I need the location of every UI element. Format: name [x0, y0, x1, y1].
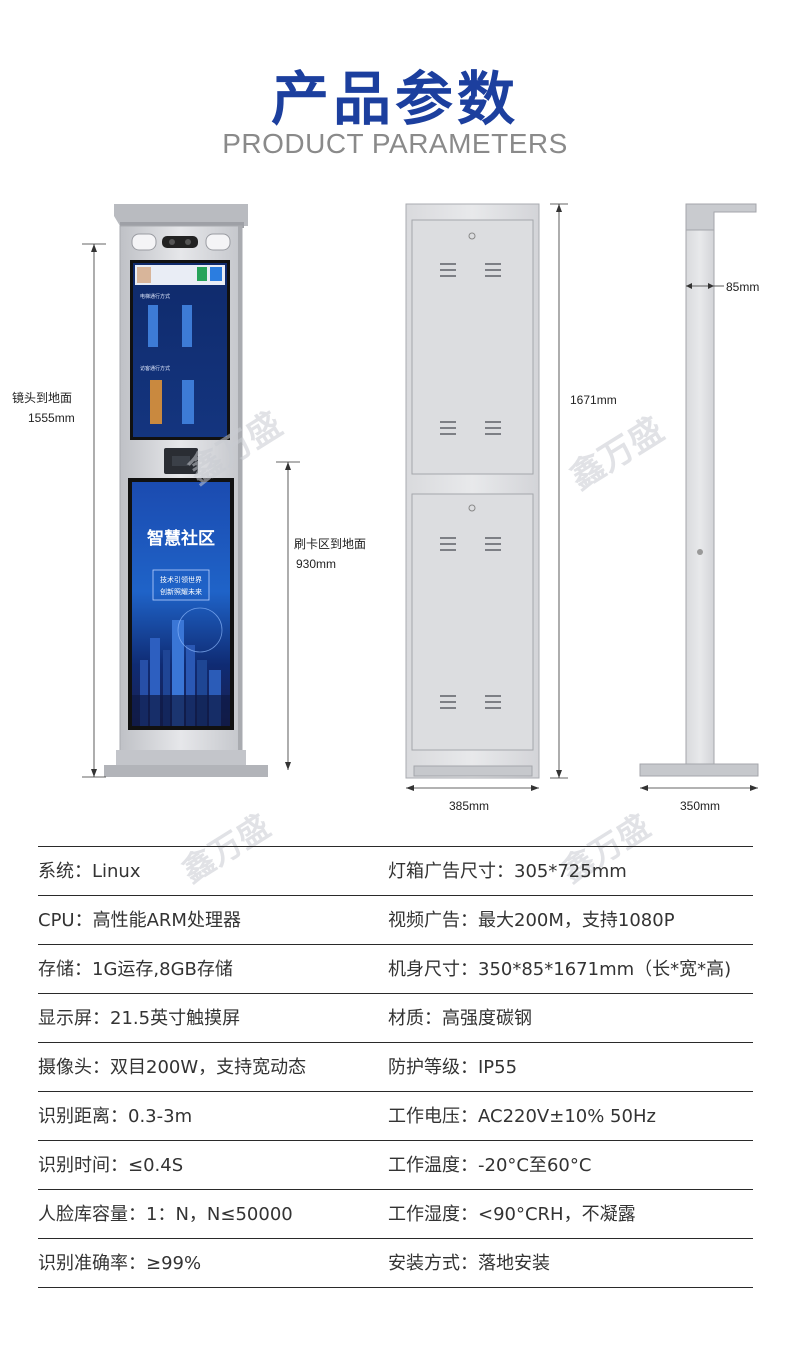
spec-cell: 安装方式：落地安装	[388, 1253, 550, 1274]
top-screen-section2: 访客通行方式	[140, 365, 170, 372]
product-illustration: 电梯通行方式 访客通行方式 智慧社区 技术引领世界 创新照耀未来	[12, 203, 759, 813]
spec-cell: 灯箱广告尺寸：305*725mm	[388, 861, 627, 882]
front-canopy	[114, 204, 248, 226]
back-view	[405, 203, 540, 779]
watermark-logo: 鑫万盛	[563, 410, 671, 498]
camera-icon	[162, 236, 198, 248]
spec-cell: 系统：Linux	[38, 861, 141, 882]
camera-height-label: 镜头到地面	[12, 390, 72, 405]
spec-row: 人脸库容量：1：N，N≤50000 工作湿度：<90°CRH，不凝露	[38, 1189, 753, 1238]
spec-row: 识别时间：≤0.4S 工作温度：-20°C至60°C	[38, 1140, 753, 1189]
back-height-value: 1671mm	[570, 393, 617, 407]
page-subtitle: PRODUCT PARAMETERS	[222, 128, 568, 159]
spec-cell: 材质：高强度碳钢	[388, 1008, 532, 1029]
page-title: 产品参数	[270, 65, 519, 133]
spec-row: 识别距离：0.3-3m 工作电压：AC220V±10% 50Hz	[38, 1091, 753, 1140]
side-base-value: 350mm	[680, 799, 720, 813]
spec-table: 系统：Linux 灯箱广告尺寸：305*725mm CPU：高性能ARM处理器 …	[38, 846, 753, 1288]
back-dimensions	[406, 203, 568, 791]
back-panel-upper	[411, 219, 534, 475]
back-panel-lower	[411, 493, 534, 751]
front-view: 电梯通行方式 访客通行方式 智慧社区 技术引领世界 创新照耀未来	[104, 204, 268, 777]
side-canopy	[685, 203, 757, 231]
bottom-screen-heading: 智慧社区	[147, 528, 215, 549]
top-screen	[133, 263, 227, 437]
spec-row: 系统：Linux 灯箱广告尺寸：305*725mm	[38, 846, 753, 895]
spec-cell: 识别距离：0.3-3m	[38, 1106, 193, 1127]
spec-row: 显示屏：21.5英寸触摸屏 材质：高强度碳钢	[38, 993, 753, 1042]
side-base	[639, 763, 759, 777]
spec-cell: 显示屏：21.5英寸触摸屏	[38, 1008, 241, 1029]
side-dimensions	[640, 283, 758, 791]
top-screen-section1: 电梯通行方式	[140, 293, 170, 300]
spec-cell: 工作电压：AC220V±10% 50Hz	[388, 1106, 656, 1127]
spec-cell: 识别时间：≤0.4S	[38, 1155, 184, 1176]
spec-row: CPU：高性能ARM处理器 视频广告：最大200M，支持1080P	[38, 895, 753, 944]
side-depth-value: 85mm	[726, 280, 759, 294]
spec-cell: CPU：高性能ARM处理器	[38, 910, 241, 931]
spec-cell: 存储：1G运存,8GB存储	[38, 959, 233, 980]
spec-cell: 识别准确率：≥99%	[38, 1253, 202, 1274]
side-view	[639, 203, 759, 777]
spec-cell: 人脸库容量：1：N，N≤50000	[38, 1204, 293, 1225]
spec-row: 识别准确率：≥99% 安装方式：落地安装	[38, 1238, 753, 1288]
back-width-value: 385mm	[449, 799, 489, 813]
spec-cell: 工作湿度：<90°CRH，不凝露	[388, 1204, 636, 1225]
vent-slots	[440, 263, 501, 709]
card-height-value: 930mm	[296, 557, 336, 571]
spec-cell: 摄像头：双目200W，支持宽动态	[38, 1057, 307, 1078]
watermark-layer: 鑫万盛 鑫万盛	[175, 807, 657, 890]
spec-cell: 机身尺寸：350*85*1671mm（长*宽*高)	[388, 959, 732, 980]
bottom-screen-slogan2: 创新照耀未来	[160, 587, 202, 596]
spec-row: 存储：1G运存,8GB存储 机身尺寸：350*85*1671mm（长*宽*高)	[38, 944, 753, 993]
camera-height-value: 1555mm	[28, 411, 75, 425]
front-dimensions	[82, 243, 300, 778]
front-base	[104, 765, 268, 777]
spec-cell: 防护等级：IP55	[388, 1057, 518, 1078]
side-body	[685, 229, 715, 767]
city-skyline	[132, 607, 230, 726]
spec-row: 摄像头：双目200W，支持宽动态 防护等级：IP55	[38, 1042, 753, 1091]
spec-cell: 工作温度：-20°C至60°C	[388, 1155, 592, 1176]
bottom-screen-slogan1: 技术引领世界	[160, 575, 202, 584]
spec-cell: 视频广告：最大200M，支持1080P	[388, 910, 675, 931]
card-height-label: 刷卡区到地面	[294, 537, 366, 551]
